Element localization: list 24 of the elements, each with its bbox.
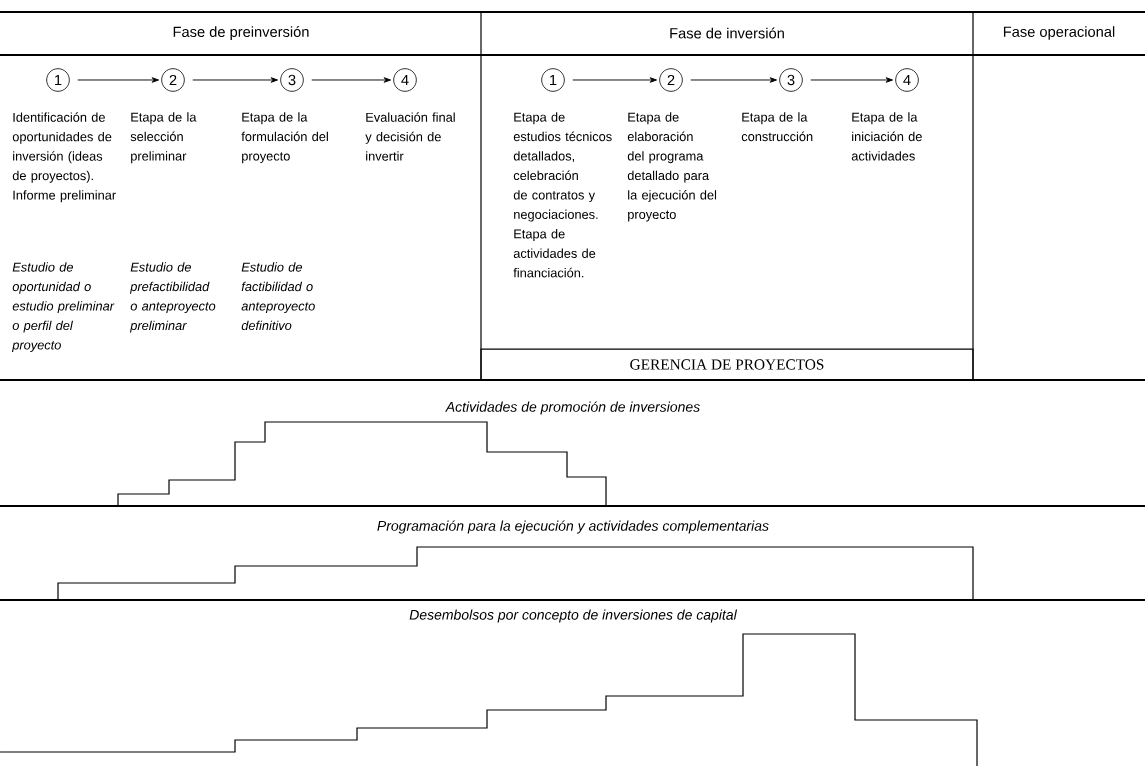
phase-heading: Fase operacional [1003,26,1115,40]
band-title: Actividades de promoción de inversiones [445,401,700,415]
stage-description: Identificación de oportunidades de inversión (ideas de proyectos). Informe preliminar [12,112,116,203]
management-box: GERENCIA DE PROYECTOS [480,348,974,381]
stage-description: Etapa de la iniciación de actividades [851,112,922,161]
band-title: Programación para la ejecución y actividades complementarias [377,520,769,534]
study-note: Estudio de oportunidad o estudio preliminar o perfil del proyecto [11,262,115,353]
stage-description: Etapa de la construcción [741,112,813,142]
band-title: Desembolsos por concepto de inversiones de capital [409,609,738,623]
stage-description: Evaluación final y decisión de invertir [365,112,455,161]
arrow [690,77,778,83]
arrow [572,77,657,83]
phase-heading: Fase de preinversión [173,26,309,40]
arrow [192,77,278,83]
stage-description: Etapa de la formulación del proyecto [241,112,328,164]
arrow [77,77,159,83]
arrow [810,77,894,83]
arrow [311,77,392,83]
phase-heading: Fase de inversión [670,27,784,39]
study-note: Estudio de prefactibilidad o anteproyecto preliminar [129,262,216,333]
study-note: Estudio de factibilidad o anteproyecto definitivo [241,262,315,331]
stage-description: Etapa de estudios técnicos detallados, celebración de contratos y negociaciones. Etapa de actividades de financiación. [513,112,612,278]
stage-description: Etapa de la selección preliminar [130,112,197,164]
stage-description: Etapa de elaboración del programa detallado para la ejecución del proyecto [627,112,717,222]
